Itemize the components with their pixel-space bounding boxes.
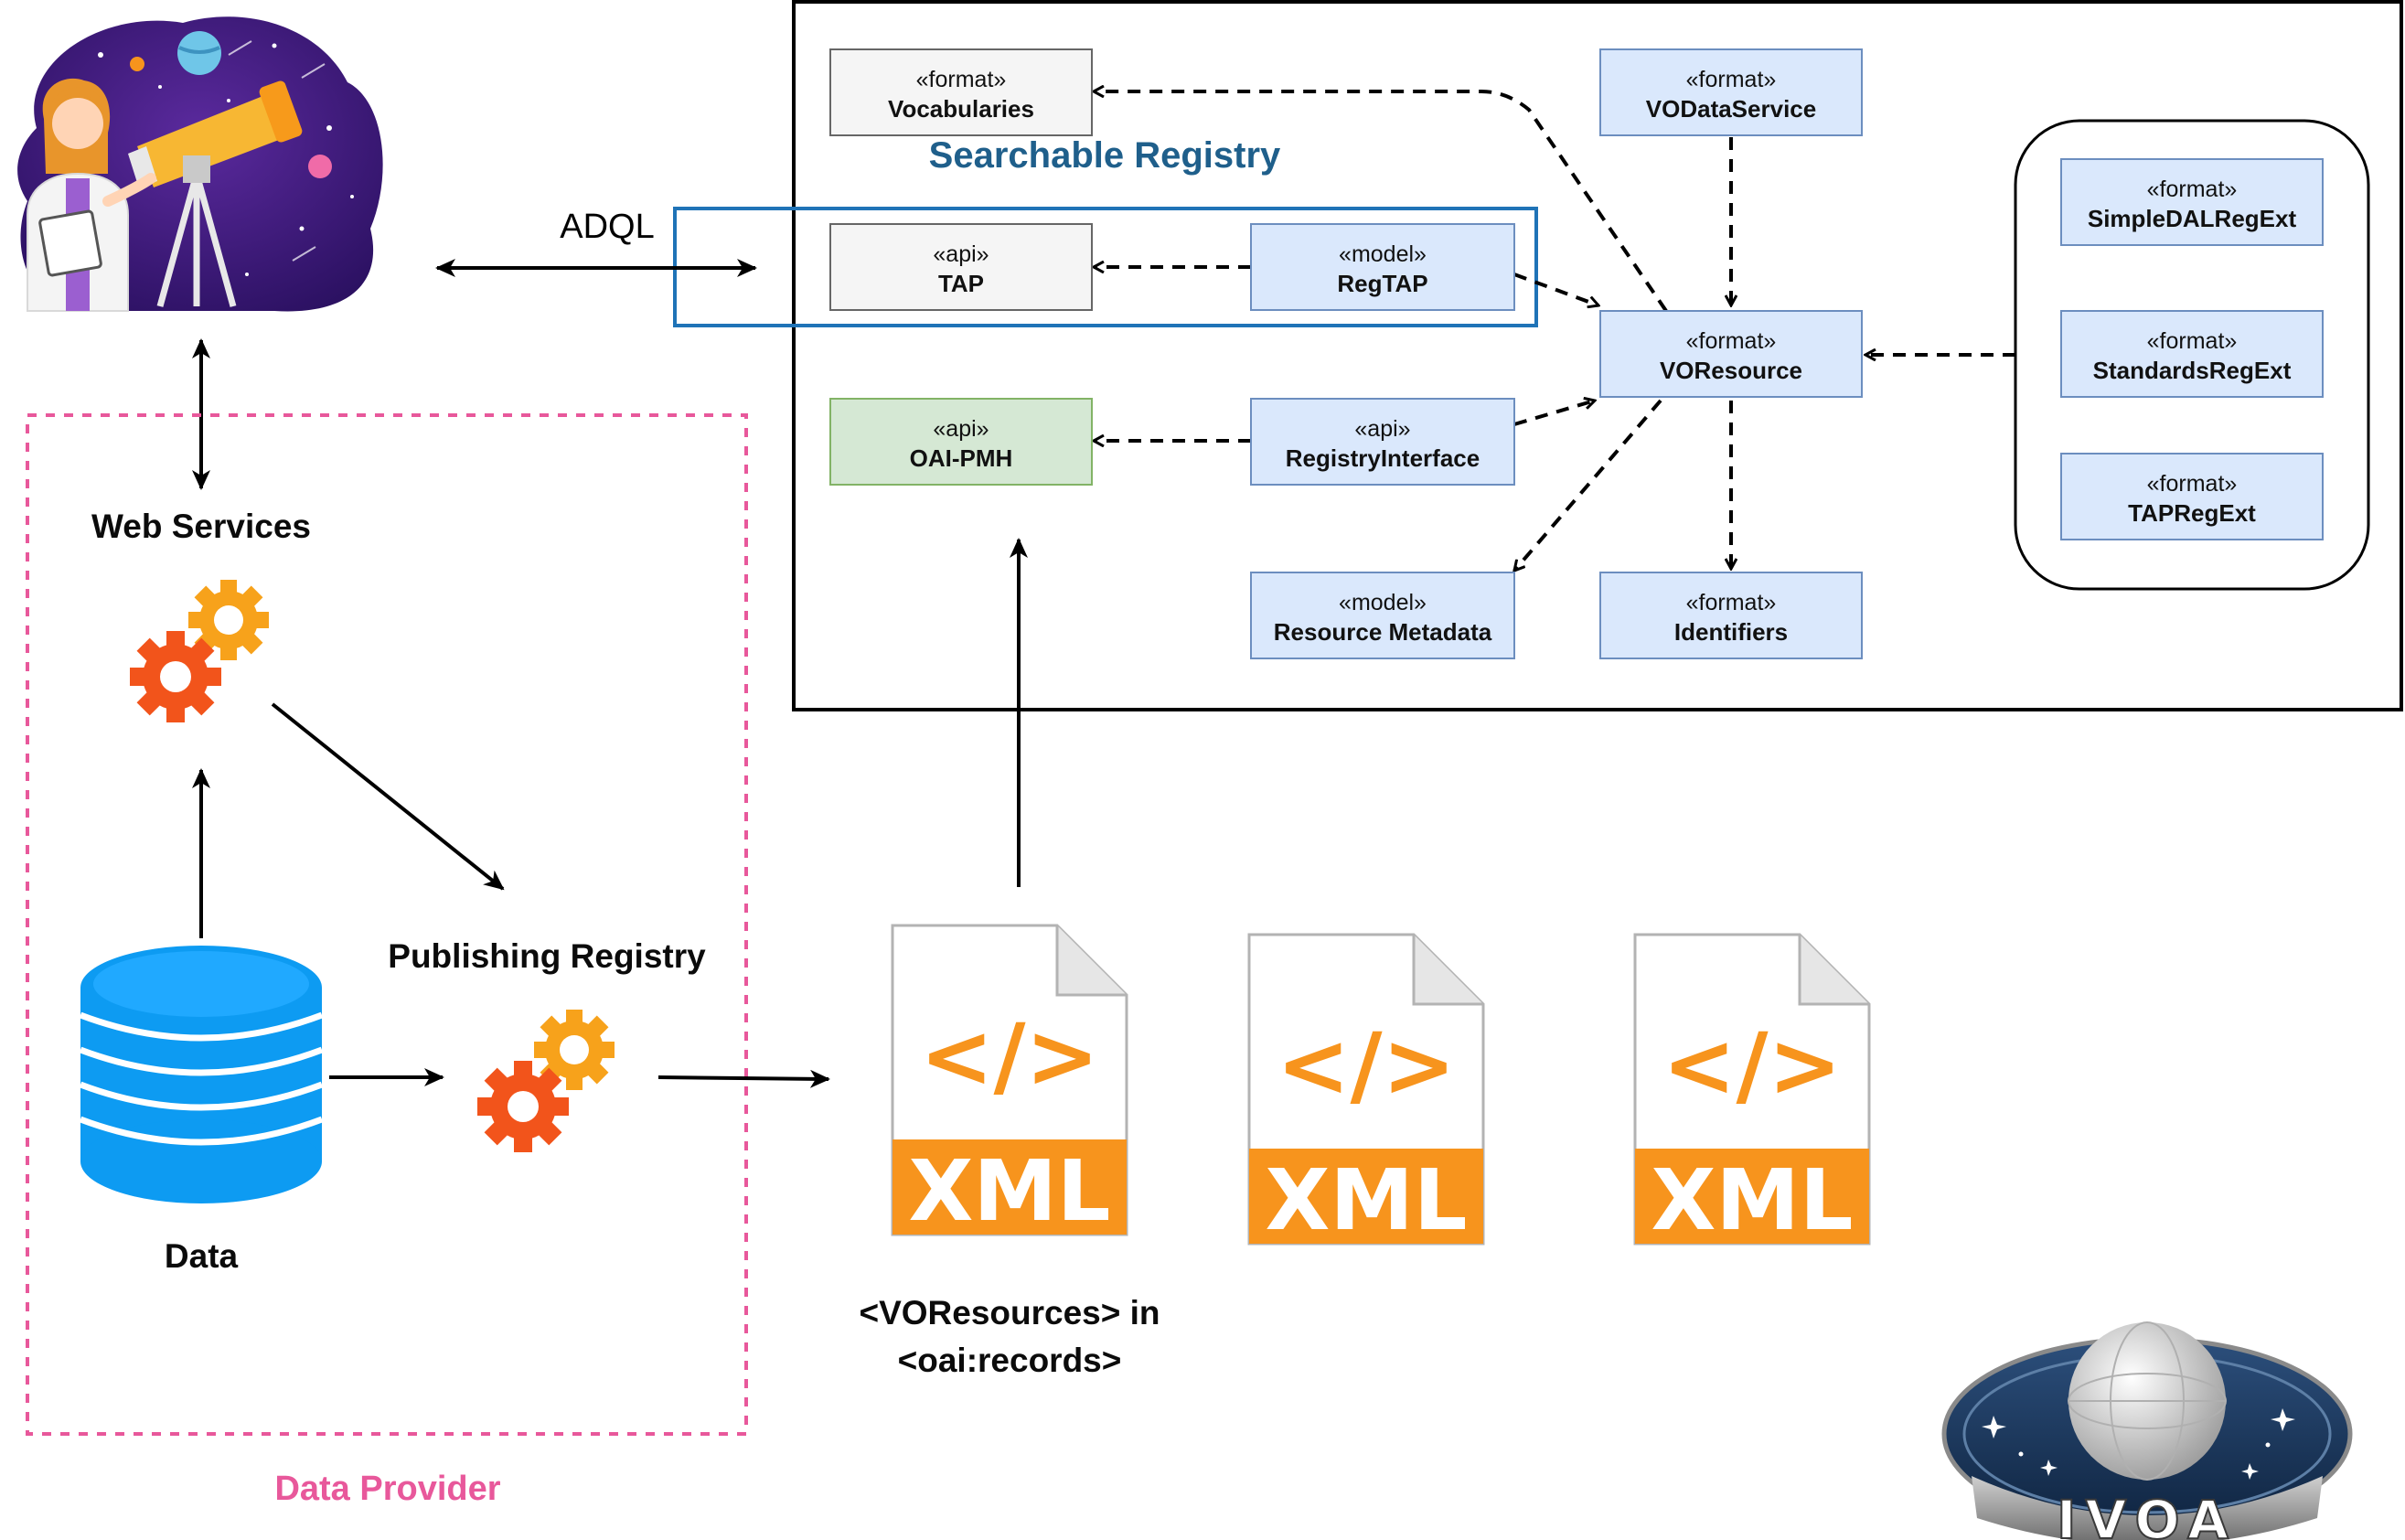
box-oai-pmh-stereotype: «api» [933,416,989,442]
arrow-regtap-voresource [1513,273,1598,305]
box-simpledalregext-name: SimpleDALRegExt [2088,205,2297,232]
box-regtap-stereotype: «model» [1339,241,1427,267]
data-label: Data [165,1237,239,1275]
data-provider-frame [26,413,748,1436]
box-resource-metadata[interactable]: «model» Resource Metadata [1250,572,1515,659]
database-icon [79,946,324,1203]
publishing-registry-label: Publishing Registry [388,937,706,975]
box-oai-pmh-name: OAI-PMH [910,444,1013,472]
xml-label: XML [908,1142,1110,1240]
box-tapregext-stereotype: «format» [2147,471,2238,497]
box-oai-pmh[interactable]: «api» OAI-PMH [829,398,1093,486]
arrow-voresource-vocabularies [1094,91,1668,313]
box-vocabularies-name: Vocabularies [888,95,1034,123]
box-vocabularies[interactable]: «format» Vocabularies [829,48,1093,136]
box-voresource-stereotype: «format» [1686,328,1777,354]
web-services-label: Web Services [91,508,311,545]
box-identifiers-stereotype: «format» [1686,590,1777,615]
xml-label: XML [1265,1151,1467,1249]
box-tap-stereotype: «api» [933,241,989,267]
box-vocabularies-stereotype: «format» [916,67,1007,92]
publishing-registry-gears-icon [477,1010,615,1152]
box-standardsregext-name: StandardsRegExt [2093,357,2292,384]
arrow-registryinterface-voresource [1513,401,1595,426]
box-resource-metadata-name: Resource Metadata [1274,618,1492,646]
scientist-telescope-icon [17,16,383,312]
xml-file-icon: </> XML [1247,933,1485,1249]
box-resource-metadata-stereotype: «model» [1339,590,1427,615]
box-registry-interface-stereotype: «api» [1354,416,1410,442]
box-standardsregext-stereotype: «format» [2147,328,2238,354]
arrow-voresource-resourcemetadata [1514,399,1662,571]
web-services-gears-icon [130,580,269,722]
box-voresource[interactable]: «format» VOResource [1599,310,1863,398]
searchable-registry-title: Searchable Registry [929,135,1281,176]
box-registry-interface[interactable]: «api» RegistryInterface [1250,398,1515,486]
box-tap-name: TAP [938,270,984,297]
searchable-registry-frame [792,0,2403,711]
box-registry-interface-name: RegistryInterface [1286,444,1480,472]
xml-code-glyph: </> [920,1005,1099,1107]
box-standardsregext[interactable]: «format» StandardsRegExt [2060,310,2324,398]
webservices-publishing-arrow [271,702,505,891]
ivoa-logo-text: IVOA [2057,1489,2238,1540]
box-vodataservice-name: VODataService [1646,95,1816,123]
box-vodataservice[interactable]: «format» VODataService [1599,48,1863,136]
box-vodataservice-stereotype: «format» [1686,67,1777,92]
box-identifiers[interactable]: «format» Identifiers [1599,572,1863,659]
box-regtap-name: RegTAP [1337,270,1427,297]
xml-code-glyph: </> [1277,1014,1456,1117]
box-voresource-name: VOResource [1660,357,1802,384]
xml-file-icon: </> XML [1633,933,1871,1249]
box-identifiers-name: Identifiers [1674,618,1788,646]
data-provider-label: Data Provider [274,1470,500,1508]
adql-label: ADQL [560,208,654,246]
xml-label: XML [1651,1151,1853,1249]
publishing-xml-arrow [657,1069,830,1088]
box-regtap[interactable]: «model» RegTAP [1250,223,1515,311]
ivoa-logo: IVOA [1941,1321,2353,1540]
xml-code-glyph: </> [1662,1014,1842,1117]
box-tapregext-name: TAPRegExt [2128,499,2256,527]
voresources-caption-line1: <VOResources> in [859,1294,1160,1331]
box-simpledalregext-stereotype: «format» [2147,176,2238,202]
voresources-caption-line2: <oai:records> [898,1342,1122,1379]
box-tapregext[interactable]: «format» TAPRegExt [2060,453,2324,540]
xml-file-icon: </> XML [891,924,1128,1240]
box-tap[interactable]: «api» TAP [829,223,1093,311]
box-simpledalregext[interactable]: «format» SimpleDALRegExt [2060,158,2324,246]
